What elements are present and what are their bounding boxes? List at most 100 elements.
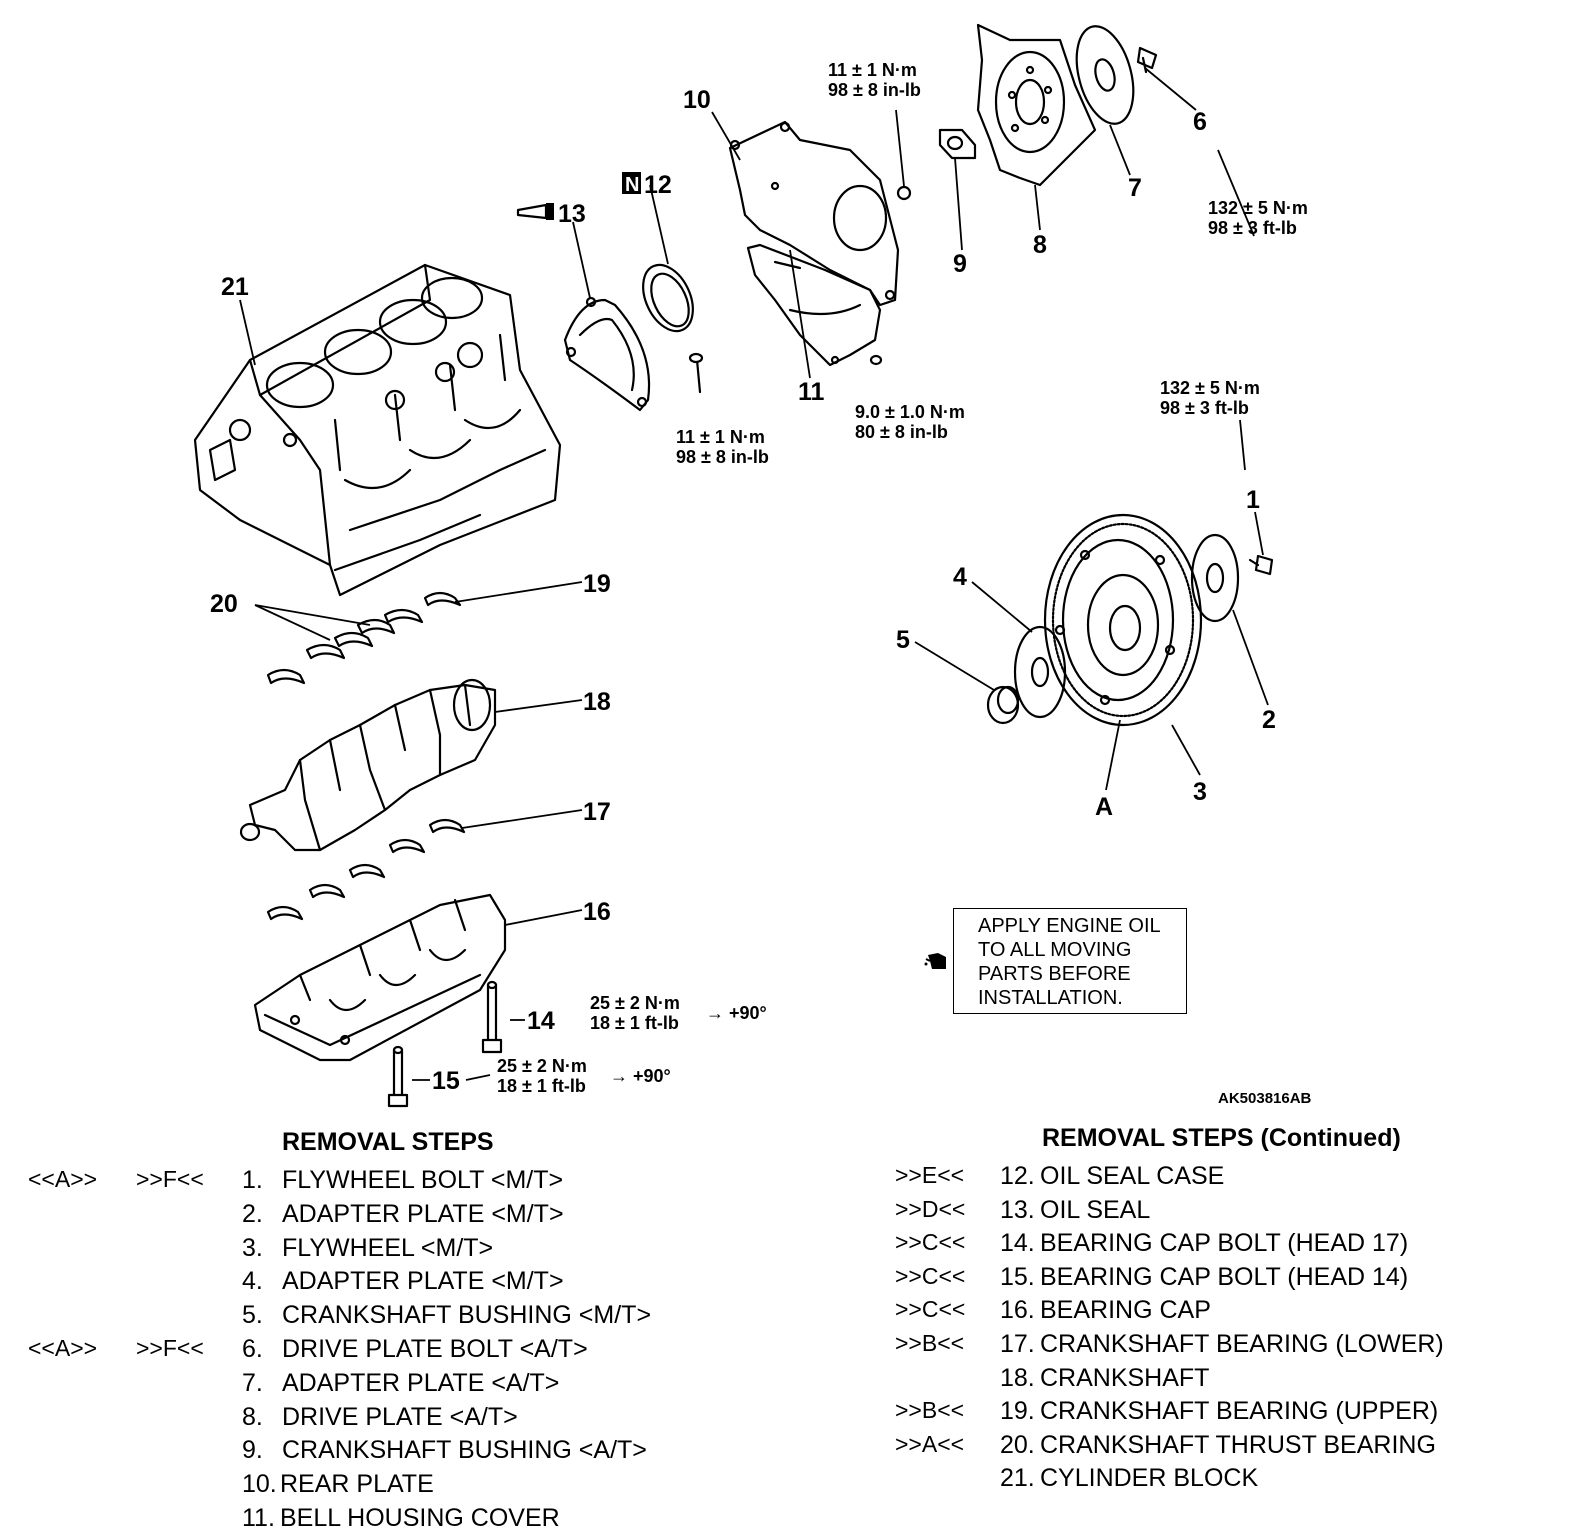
step-text: BEARING CAP BOLT (HEAD 14) (1040, 1262, 1409, 1291)
svg-text:98 ± 8 in-lb: 98 ± 8 in-lb (828, 80, 921, 100)
label-1: 1 (1246, 486, 1260, 514)
removal-steps-continued-title: REMOVAL STEPS (Continued) (1042, 1124, 1401, 1152)
label-6: 6 (1193, 108, 1207, 136)
note-text: APPLY ENGINE OIL TO ALL MOVING PARTS BEF… (978, 915, 1161, 1009)
oil-seal (642, 263, 694, 333)
bell-cover-bolt (869, 354, 883, 366)
step-number: 13. (1000, 1195, 1035, 1224)
step-mark: >>C<< (895, 1296, 966, 1323)
step-mark: >>C<< (895, 1262, 966, 1289)
step-number: 6. (242, 1335, 263, 1363)
figure-code: AK503816AB (1218, 1090, 1312, 1107)
svg-text:25 ± 2 N·m: 25 ± 2 N·m (590, 993, 680, 1013)
step-text: CRANKSHAFT BEARING (LOWER) (1040, 1330, 1444, 1358)
step-text: ADAPTER PLATE <A/T> (282, 1368, 560, 1397)
torque-cap-bolt-15: 25 ± 2 N·m 18 ± 1 ft-lb → +90° (497, 1056, 671, 1096)
label-9: 9 (953, 250, 967, 278)
leader-lines (239, 67, 1269, 1081)
step-number: 18. (1000, 1363, 1035, 1392)
step-text: CRANKSHAFT (1040, 1363, 1210, 1392)
cylinder-block (193, 263, 562, 597)
bearing-cap-bolt-15 (387, 1045, 409, 1108)
step-number: 4. (242, 1267, 263, 1296)
step-text: BEARING CAP (1040, 1296, 1211, 1325)
step-text: CRANKSHAFT BEARING (UPPER) (1040, 1397, 1439, 1426)
label-12: N 12 (622, 171, 672, 199)
step-text: ADAPTER PLATE <M/T> (282, 1267, 564, 1296)
step-number: 8. (242, 1402, 263, 1431)
crankshaft-bushing-at (938, 128, 977, 160)
crankshaft-bushing-mt (986, 685, 1020, 725)
label-20: 20 (210, 590, 238, 618)
step-text: DRIVE PLATE <A/T> (282, 1402, 518, 1431)
crankshaft (239, 678, 497, 852)
step-number: 20. (1000, 1430, 1035, 1459)
step-text: FLYWHEEL BOLT <M/T> (282, 1166, 564, 1194)
torque-rear-plate-bolt: 11 ± 1 N·m 98 ± 8 in-lb (828, 60, 921, 100)
svg-text:11 ± 1 N·m: 11 ± 1 N·m (828, 60, 917, 80)
step-text: OIL SEAL CASE (1040, 1162, 1225, 1190)
label-8: 8 (1033, 231, 1047, 259)
step-number: 17. (1000, 1330, 1035, 1358)
svg-text:80 ± 8 in-lb: 80 ± 8 in-lb (855, 422, 948, 442)
svg-text:→ +90°: → +90° (610, 1066, 671, 1086)
label-2: 2 (1262, 706, 1276, 734)
step-mark: >>C<< (895, 1229, 966, 1256)
engine-oil-note: APPLY ENGINE OIL TO ALL MOVING PARTS BEF… (924, 908, 1187, 1014)
step-text: CRANKSHAFT BUSHING <M/T> (282, 1301, 652, 1330)
label-5: 5 (896, 626, 910, 654)
torque-flywheel-bolt: 132 ± 5 N·m 98 ± 3 ft-lb (1160, 378, 1260, 418)
label-18: 18 (583, 688, 611, 716)
step-number: 12. (1000, 1162, 1035, 1190)
label-16: 16 (583, 898, 611, 926)
flywheel (1043, 513, 1203, 727)
step-mark-left: <<A>> (28, 1166, 98, 1192)
step-number: 19. (1000, 1397, 1035, 1426)
step-number: 2. (242, 1199, 263, 1228)
step-mark-right: >>F<< (136, 1335, 204, 1361)
bell-housing-cover (746, 243, 882, 367)
label-12-number: 12 (644, 171, 672, 199)
step-text: BELL HOUSING COVER (280, 1504, 560, 1530)
step-number: 9. (242, 1436, 263, 1465)
step-number: 11. (242, 1504, 275, 1530)
step-text: ADAPTER PLATE <M/T> (282, 1199, 564, 1228)
oil-seal-case (563, 296, 651, 412)
svg-text:132 ± 5 N·m: 132 ± 5 N·m (1160, 378, 1260, 398)
drive-plate (976, 23, 1097, 187)
step-text: REAR PLATE (280, 1470, 434, 1499)
label-4: 4 (953, 563, 967, 591)
step-text: DRIVE PLATE BOLT <A/T> (282, 1335, 588, 1363)
label-17: 17 (583, 798, 611, 826)
step-number: 21. (1000, 1464, 1035, 1493)
step-mark: >>A<< (895, 1430, 965, 1457)
torque-cap-bolt-14: 25 ± 2 N·m 18 ± 1 ft-lb → +90° (590, 993, 767, 1033)
step-number: 1. (242, 1166, 263, 1194)
label-3: 3 (1193, 778, 1207, 806)
svg-text:9.0 ± 1.0 N·m: 9.0 ± 1.0 N·m (855, 402, 965, 422)
flywheel-bolt (1248, 554, 1274, 576)
adapter-plate-at (1075, 25, 1135, 125)
step-number: 3. (242, 1233, 263, 1262)
label-7: 7 (1128, 174, 1142, 202)
oil-can-icon (924, 953, 946, 969)
svg-text:98 ± 8 in-lb: 98 ± 8 in-lb (676, 447, 769, 467)
drive-plate-bolt (1136, 46, 1158, 74)
step-mark-right: >>F<< (136, 1166, 204, 1192)
lower-bearings (266, 818, 466, 921)
oil-seal-case-bolt (688, 352, 704, 394)
adapter-plate-mt-4 (1013, 625, 1067, 719)
step-mark: >>E<< (895, 1162, 965, 1188)
step-text: FLYWHEEL <M/T> (282, 1233, 494, 1262)
svg-text:→ +90°: → +90° (706, 1003, 767, 1023)
label-21: 21 (221, 273, 249, 301)
svg-text:18 ± 1 ft-lb: 18 ± 1 ft-lb (590, 1013, 679, 1033)
upper-bearings (266, 591, 462, 685)
label-11: 11 (798, 378, 825, 406)
n-mark-icon: N (625, 174, 639, 196)
step-text: CRANKSHAFT BUSHING <A/T> (282, 1436, 647, 1465)
label-A: A (1095, 793, 1113, 821)
bearing-cap-bolt-14 (481, 980, 503, 1054)
exploded-view-diagram: 1 2 3 4 5 6 7 8 9 10 11 N 12 13 14 15 16… (193, 23, 1308, 1108)
